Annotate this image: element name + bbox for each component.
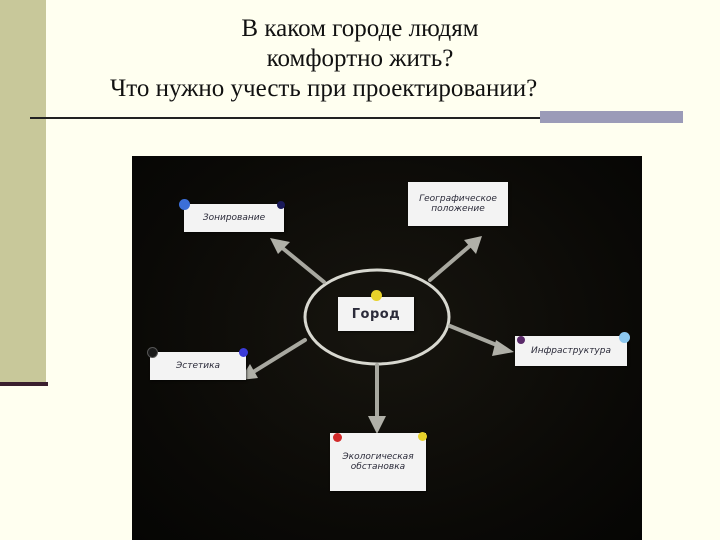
title-rule-bar bbox=[540, 111, 683, 123]
pin-aesthetics-2 bbox=[239, 348, 248, 357]
title-line-1: В каком городе людям bbox=[241, 15, 479, 42]
side-band-underline bbox=[0, 382, 48, 386]
side-band bbox=[0, 0, 46, 382]
pin-zoning-2 bbox=[277, 201, 285, 209]
pin-center bbox=[371, 290, 382, 301]
center-card: Город bbox=[338, 297, 414, 331]
card-zoning: Зонирование bbox=[184, 204, 284, 232]
arrow-geo bbox=[428, 242, 474, 282]
pin-aesthetics bbox=[147, 347, 158, 358]
title-line-3: Что нужно учесть при проектировании? bbox=[110, 75, 538, 102]
label-eco-2: обстановка bbox=[350, 462, 406, 472]
label-geo-2: положение bbox=[431, 204, 485, 214]
label-geo-1: Географическое bbox=[419, 194, 497, 204]
label-eco-1: Экологическая bbox=[342, 452, 414, 462]
arrow-aesthetics bbox=[248, 338, 307, 376]
title-line-2: комфортно жить? bbox=[266, 45, 454, 72]
label-zoning: Зонирование bbox=[202, 213, 266, 223]
card-infra: Инфраструктура bbox=[515, 336, 627, 366]
pin-eco bbox=[333, 433, 342, 442]
arrowhead-eco bbox=[368, 416, 386, 434]
card-eco: Экологическая обстановка bbox=[330, 433, 426, 491]
pin-zoning bbox=[179, 199, 190, 210]
pin-eco-2 bbox=[418, 432, 427, 441]
arrowhead-infra bbox=[492, 340, 514, 356]
slide-title: В каком городе людям комфортно жить? Что… bbox=[60, 14, 660, 104]
diagram-photo: Город Зонирование Географическое положен… bbox=[132, 156, 642, 540]
card-geo: Географическое положение bbox=[408, 182, 508, 226]
center-label: Город bbox=[351, 306, 401, 322]
arrow-zoning bbox=[278, 244, 326, 284]
pin-infra bbox=[619, 332, 630, 343]
arrowhead-geo bbox=[464, 236, 482, 254]
pin-infra-2 bbox=[517, 336, 525, 344]
label-infra: Инфраструктура bbox=[530, 346, 611, 356]
title-rule-line bbox=[30, 117, 545, 119]
card-aesthetics: Эстетика bbox=[150, 352, 246, 380]
arrowhead-zoning bbox=[270, 238, 290, 254]
label-aesthetics: Эстетика bbox=[175, 361, 221, 371]
